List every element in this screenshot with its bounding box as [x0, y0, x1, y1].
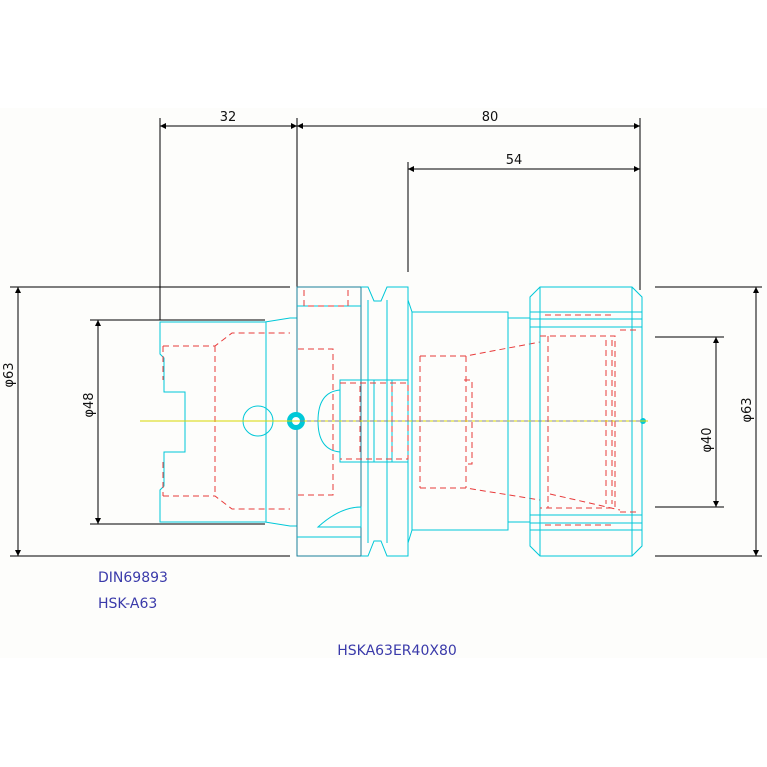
part-number-label: HSKA63ER40X80 — [337, 643, 457, 659]
dimension-dia40-text: φ40 — [700, 427, 715, 452]
dimension-dia63-left: φ63 — [2, 286, 290, 557]
dimension-54: 54 — [407, 153, 640, 272]
dimension-dia63-right-text: φ63 — [740, 397, 755, 422]
dimension-dia48: φ48 — [82, 319, 265, 525]
dimension-80-text: 80 — [482, 110, 499, 125]
dimension-54-text: 54 — [506, 153, 523, 168]
dimension-dia63-right: φ63 — [655, 286, 762, 557]
dimension-dia40: φ40 — [655, 336, 724, 508]
dimension-dia63-left-text: φ63 — [2, 362, 17, 387]
dimension-dia48-text: φ48 — [82, 392, 97, 417]
dimension-80: 80 — [297, 110, 641, 290]
standard-label: DIN69893 — [98, 570, 168, 586]
dimension-32: 32 — [159, 110, 298, 320]
interface-label: HSK-A63 — [98, 596, 157, 612]
dimension-32-text: 32 — [220, 110, 237, 125]
